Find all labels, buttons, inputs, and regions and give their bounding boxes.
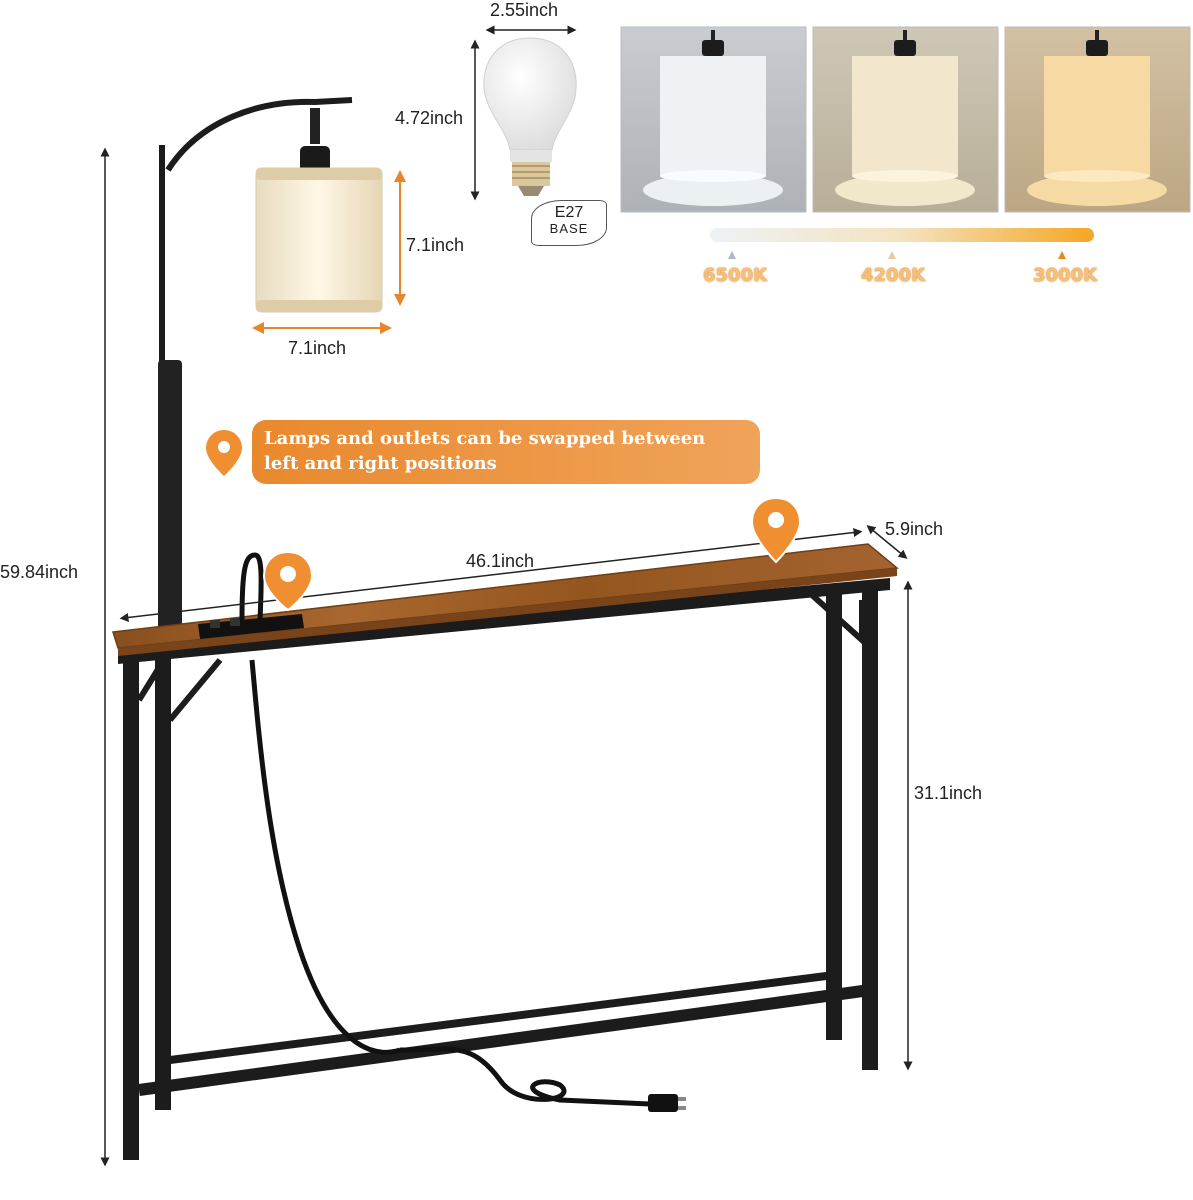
shade-width-label: 7.1inch [288,338,347,358]
bulb-base-type: E27 [554,204,584,221]
table-width-label: 46.1inch [466,551,535,571]
pendant-lamp-icon [158,97,383,635]
total-height-label: 59.84inch [0,562,79,582]
swap-positions-banner: Lamps and outlets can be swapped between… [252,420,760,484]
bulb-base-badge: E27 BASE [531,200,607,246]
marker-6500k-icon [728,251,736,259]
swatch-4200k [812,26,999,213]
temp-label-4200k: 4200K [861,265,926,286]
location-pin-icon [262,550,314,612]
temp-label-6500k: 6500K [703,265,768,286]
shade-height-label: 7.1inch [406,235,465,255]
banner-line-2: left and right positions [264,453,497,474]
table-height-label: 31.1inch [914,783,983,803]
banner-line-1: Lamps and outlets can be swapped between [264,428,706,449]
swatch-3000k [1004,26,1191,213]
temp-label-3000k: 3000K [1033,265,1098,286]
swatch-6500k [620,26,807,213]
location-pin-icon [206,430,242,476]
location-pin-icon [750,496,802,564]
marker-4200k-icon [888,251,896,259]
console-table [112,543,899,1160]
color-temperature-swatches [620,26,1191,213]
table-depth-label: 5.9inch [885,519,944,539]
bulb-width-label: 2.55inch [490,0,559,20]
light-bulb-icon [483,37,577,196]
bulb-base-caption: BASE [549,221,589,236]
marker-3000k-icon [1058,251,1066,259]
color-temperature-bar [710,228,1094,259]
bulb-height-label: 4.72inch [395,108,464,128]
